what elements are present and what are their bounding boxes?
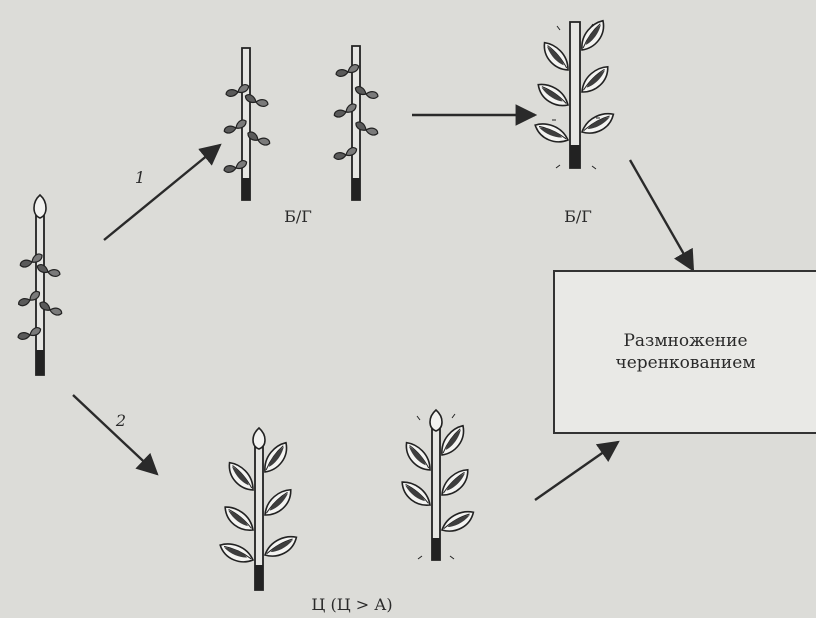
stage-c-stem-1 <box>219 428 299 590</box>
stage-bg-result-label: Б/Г <box>564 207 592 226</box>
result-line-2: черенкованием <box>615 352 755 374</box>
route-1-number: 1 <box>135 168 145 187</box>
stage-bg-leafy-stem <box>534 19 616 169</box>
result-box: Размножение черенкованием <box>553 270 816 434</box>
arrow-to-result-top <box>630 160 693 270</box>
arrow-route-1 <box>104 145 220 240</box>
result-line-1: Размножение <box>623 330 747 352</box>
arrow-to-result-bottom <box>535 442 618 500</box>
stage-bg-label: Б/Г <box>284 207 312 226</box>
stage-bg-stem-1 <box>223 48 271 200</box>
route-2-number: 2 <box>115 411 126 430</box>
arrow-route-2 <box>73 395 157 474</box>
stage-c-stem-2 <box>397 410 476 560</box>
initial-explant <box>17 195 63 375</box>
stage-bg-stem-2 <box>333 46 379 200</box>
stage-c-label: Ц (Ц > А) <box>311 595 392 614</box>
